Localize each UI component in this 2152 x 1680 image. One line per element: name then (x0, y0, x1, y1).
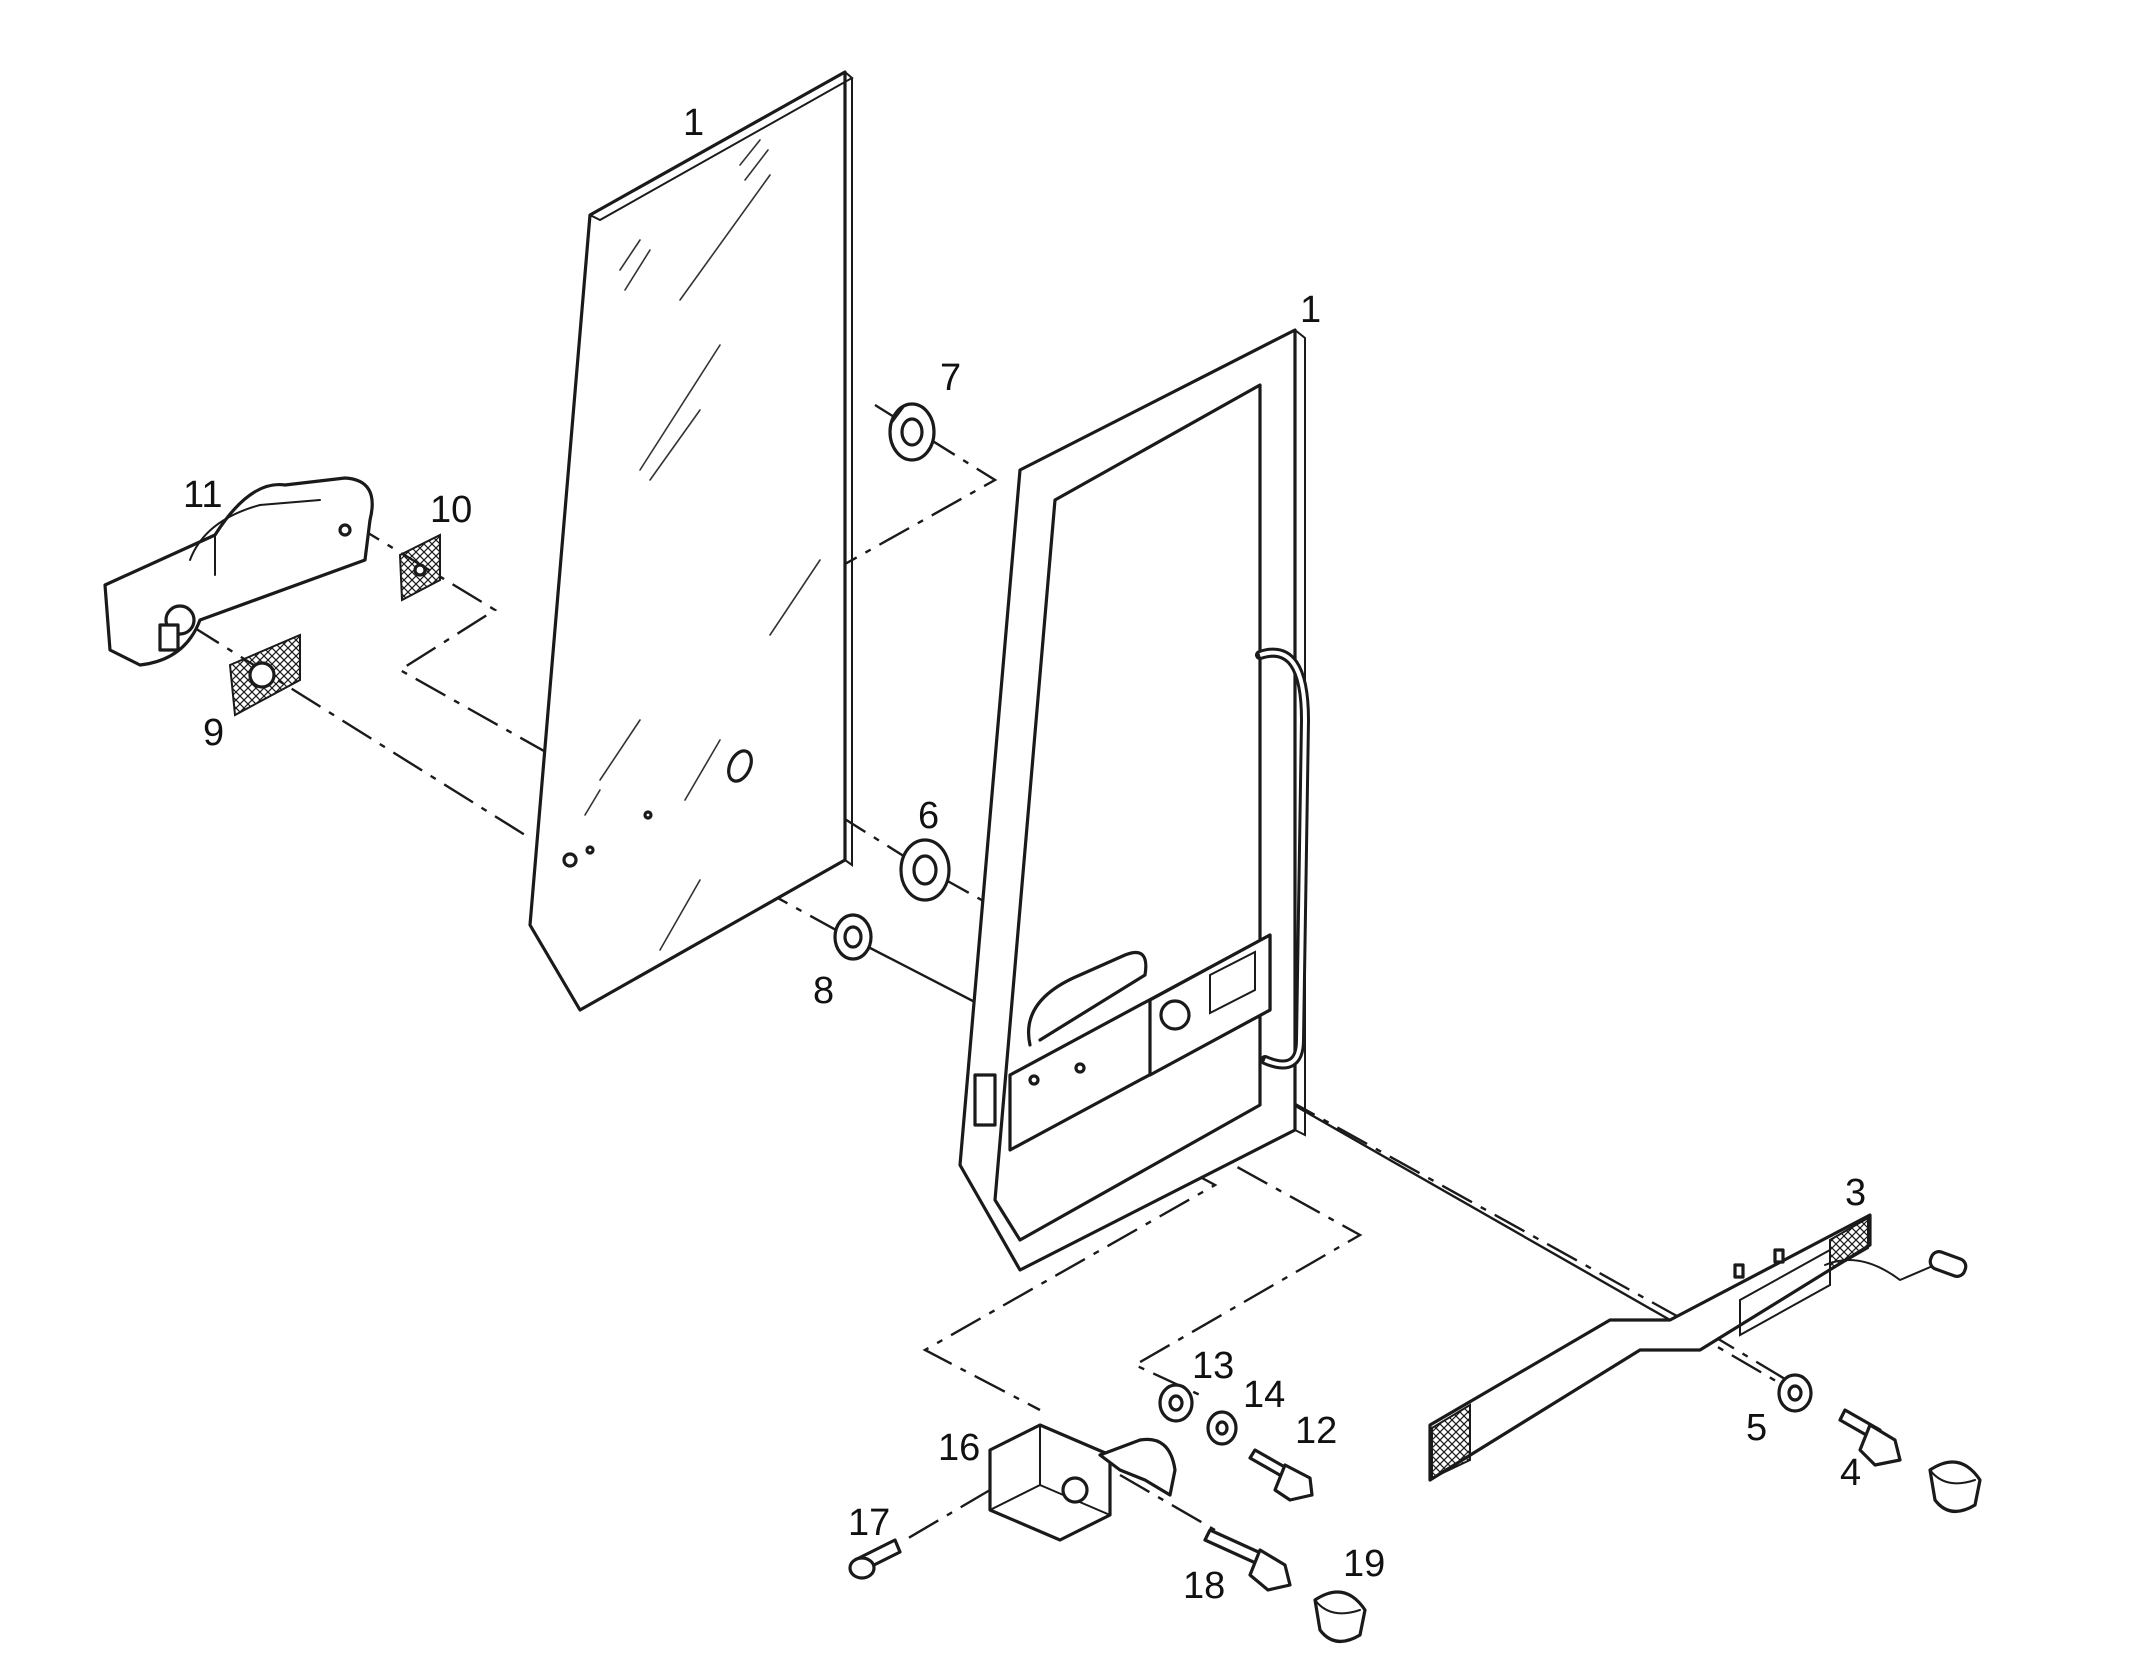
gasket-9 (228, 633, 301, 717)
callout-11: 11 (183, 474, 222, 516)
callout-10: 10 (430, 489, 472, 531)
callout-13: 13 (1192, 1345, 1234, 1387)
latch-hole (1061, 1476, 1089, 1504)
washer-5 (1777, 1373, 1813, 1413)
callout-8: 8 (813, 970, 834, 1012)
washer-8 (833, 913, 873, 961)
frame-latch-box (973, 1073, 997, 1127)
bar-knob (1928, 1250, 1968, 1278)
screw-17 (848, 1538, 902, 1580)
washer-13 (1158, 1383, 1194, 1423)
callout-12: 12 (1295, 1410, 1337, 1452)
frame-lock-hole (1159, 999, 1191, 1031)
callout-1-frame: 1 (1300, 289, 1321, 331)
bolt-12 (1248, 1448, 1314, 1502)
bolt-18 (1203, 1528, 1292, 1592)
callout-1-glass: 1 (683, 102, 704, 144)
washer-6 (899, 838, 951, 902)
grommet-7 (888, 402, 936, 462)
callout-16: 16 (938, 1427, 980, 1469)
cap-nut-19 (1313, 1590, 1367, 1643)
glass-hole-lower (562, 852, 578, 868)
callout-labels: 1 1 3 4 5 6 7 8 9 10 11 12 13 14 16 17 1… (183, 102, 1866, 1607)
callout-17: 17 (848, 1502, 890, 1544)
cap-nut-4 (1928, 1460, 1982, 1513)
bolt-4 (1838, 1408, 1902, 1467)
callout-7: 7 (940, 357, 961, 399)
frame-inner-handle (1027, 950, 1148, 1047)
bar-slot (1739, 1248, 1831, 1337)
grab-handle-11 (103, 476, 374, 667)
callout-4: 4 (1840, 1452, 1861, 1494)
callout-19: 19 (1343, 1543, 1385, 1585)
callout-3: 3 (1845, 1172, 1866, 1214)
glass-hole-upper (727, 749, 753, 783)
latch-16 (988, 1423, 1177, 1542)
glass-glare-lines (584, 139, 821, 951)
glass-panel (528, 70, 854, 1012)
bar-stud (1733, 1263, 1745, 1279)
callout-18: 18 (1183, 1565, 1225, 1607)
bar-grip-left (1431, 1403, 1471, 1480)
pad-10 (398, 533, 441, 602)
latch-lever (1098, 1437, 1177, 1497)
callout-9: 9 (203, 712, 224, 754)
latch-bar (1428, 1213, 1968, 1482)
door-frame (958, 328, 1310, 1272)
callout-5: 5 (1746, 1407, 1767, 1449)
washer-14 (1206, 1410, 1238, 1446)
callout-6: 6 (918, 795, 939, 837)
callout-14: 14 (1243, 1374, 1285, 1416)
